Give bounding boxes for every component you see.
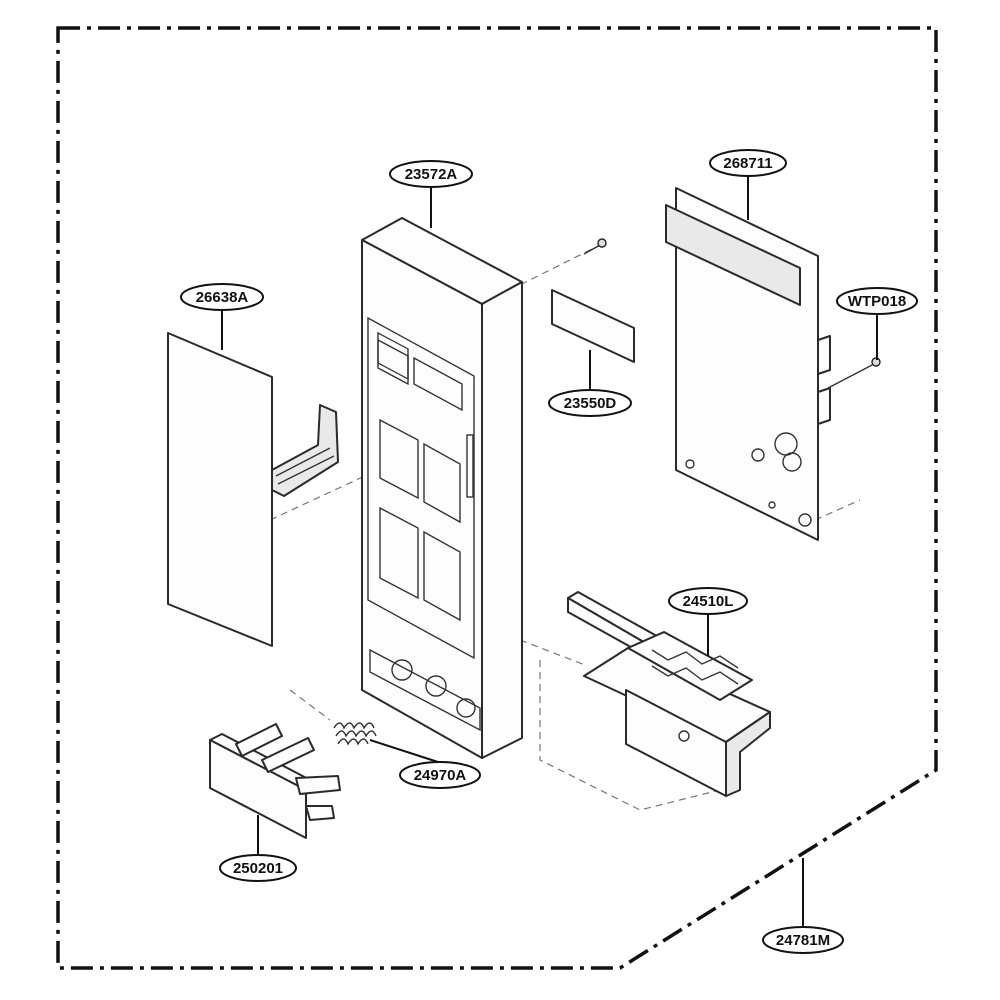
svg-text:24510L: 24510L — [683, 593, 734, 610]
svg-text:24970A: 24970A — [414, 767, 467, 784]
svg-text:WTP018: WTP018 — [848, 293, 906, 310]
svg-text:23550D: 23550D — [564, 395, 617, 412]
callout-24781M: 24781M — [762, 926, 844, 954]
callout-23550D: 23550D — [548, 389, 632, 417]
leader-lines — [221, 176, 878, 927]
callout-250201: 250201 — [219, 854, 297, 882]
svg-text:268711: 268711 — [723, 155, 772, 172]
callout-23572A: 23572A — [389, 160, 473, 188]
assembly-boundary-line — [56, 26, 938, 970]
svg-text:24781M: 24781M — [776, 932, 830, 949]
membrane-switch-part — [167, 332, 339, 647]
callout-WTP018: WTP018 — [836, 287, 918, 315]
door-button-lever-part — [567, 591, 771, 797]
push-button-part — [209, 723, 341, 839]
pcb-assembly-part — [665, 187, 831, 541]
svg-text:250201: 250201 — [233, 860, 283, 877]
display-window-part — [551, 289, 635, 363]
spring-part — [333, 722, 377, 746]
svg-text:26638A: 26638A — [196, 289, 249, 306]
screw-part-wtp018 — [827, 357, 881, 389]
screw-part-upper — [583, 238, 607, 255]
callout-24970A: 24970A — [399, 761, 481, 789]
callout-268711: 268711 — [709, 149, 787, 177]
svg-text:23572A: 23572A — [405, 166, 458, 183]
callout-24510L: 24510L — [668, 587, 748, 615]
callout-26638A: 26638A — [180, 283, 264, 311]
assembly-guide-lines — [269, 244, 861, 811]
control-panel-frame-part — [361, 217, 523, 759]
